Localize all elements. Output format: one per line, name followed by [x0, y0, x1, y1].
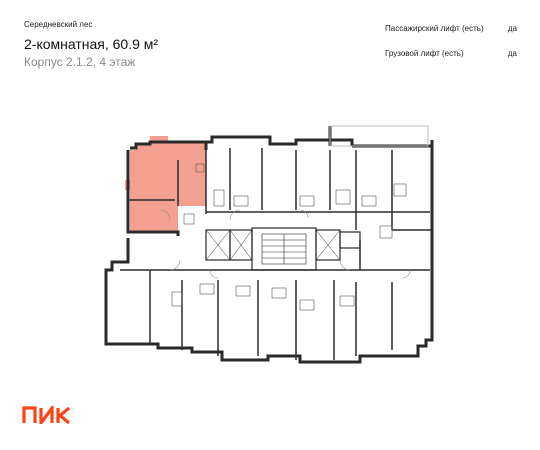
- pik-logo: [22, 406, 71, 424]
- building-floor: Корпус 2.1.2, 4 этаж: [24, 55, 136, 69]
- feature-label: Грузовой лифт (есть): [385, 49, 464, 58]
- doors: [159, 209, 411, 279]
- fixtures: [171, 163, 407, 311]
- building-core: [205, 227, 361, 271]
- feature-label: Пассажирский лифт (есть): [385, 24, 484, 33]
- feature-value: да: [507, 24, 517, 33]
- feature-value: да: [507, 49, 517, 58]
- balcony: [329, 125, 429, 147]
- inner-walls: [120, 148, 432, 360]
- project-name: Середневский лес: [24, 20, 93, 29]
- apartment-title: 2-комнатная, 60.9 м²: [24, 36, 159, 52]
- highlighted-apartment[interactable]: [125, 136, 206, 232]
